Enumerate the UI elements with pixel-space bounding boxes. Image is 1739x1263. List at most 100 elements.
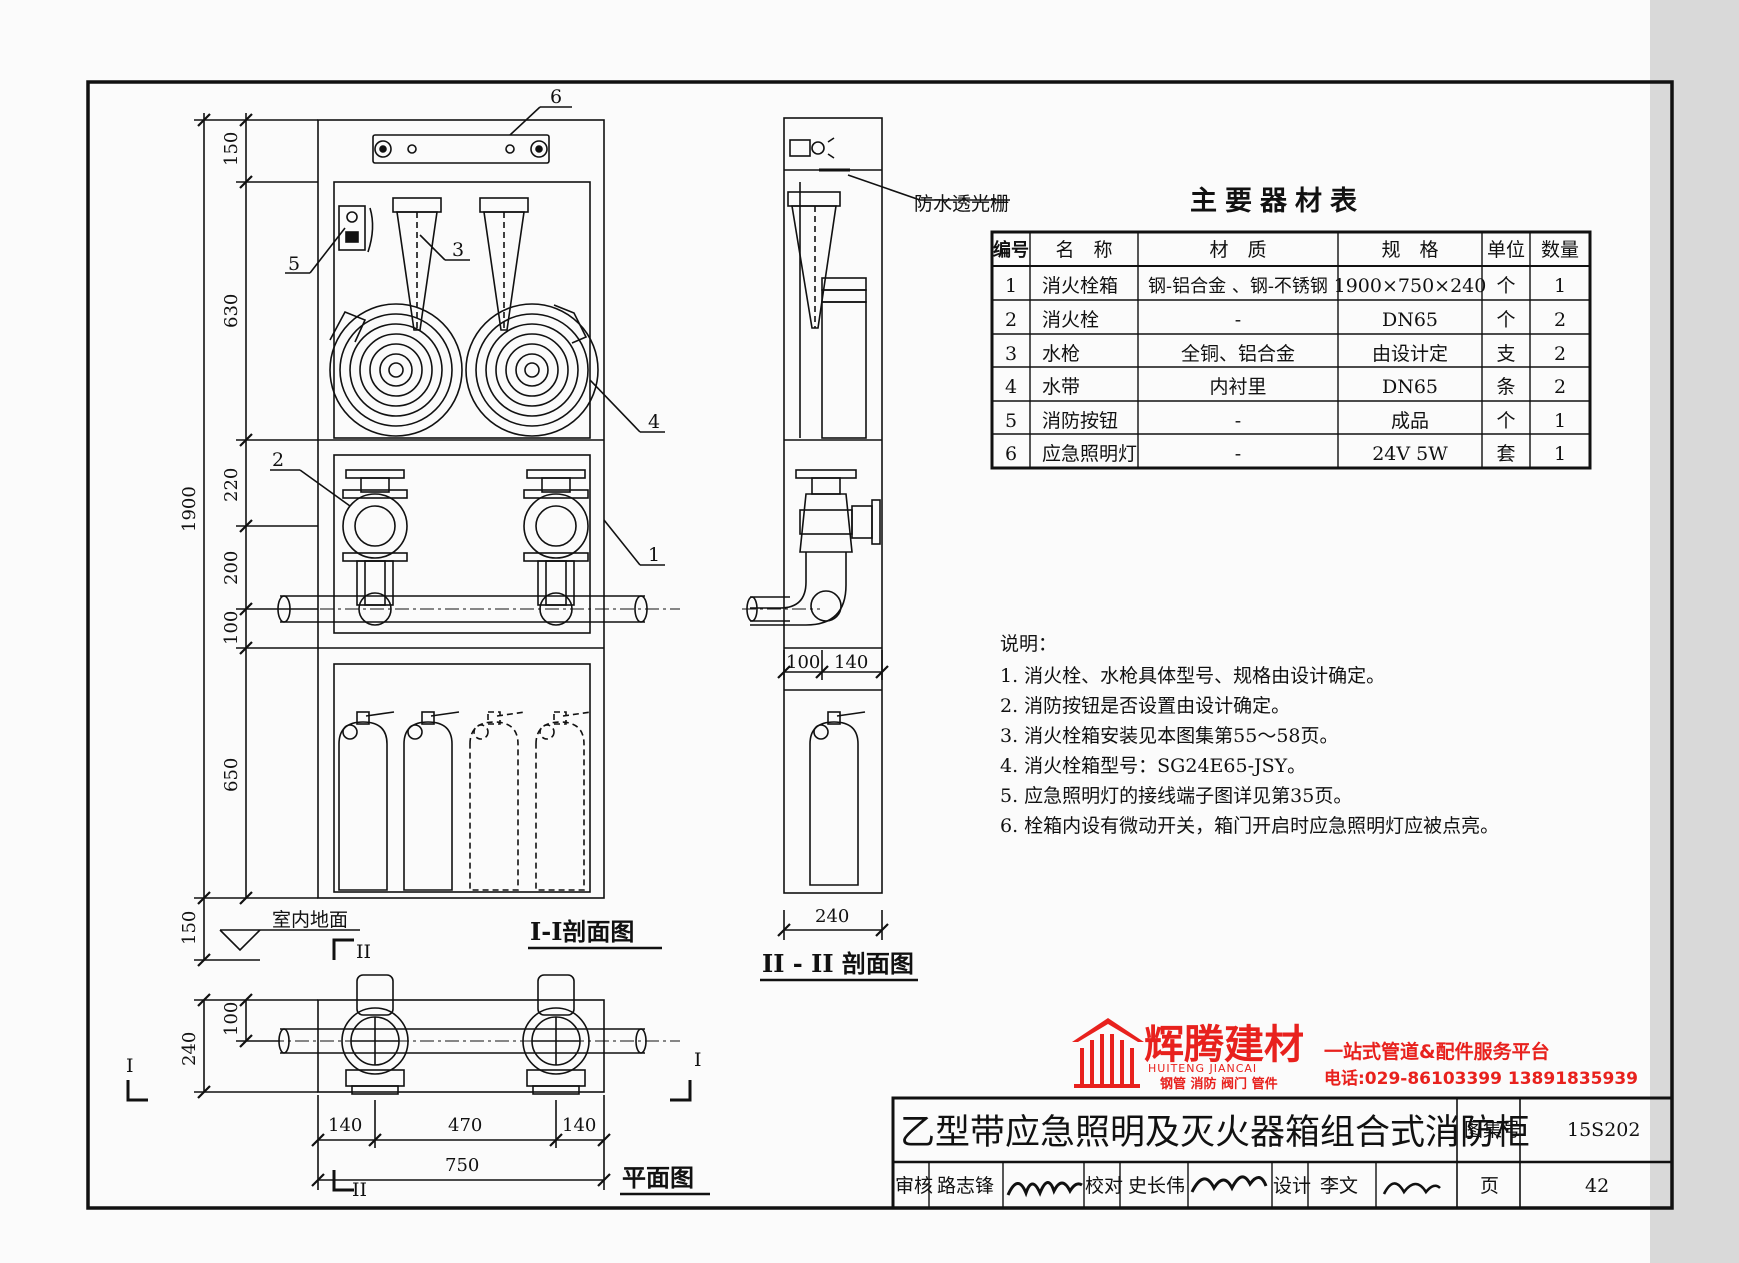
plan-view (126, 938, 692, 1192)
plan-labels: 100 240 140 470 140 750 II II I I 平面图 (126, 941, 710, 1201)
section-1-title: I-I剖面图 (530, 917, 634, 946)
dim-1900: 1900 (179, 486, 200, 532)
section-2-labels: 防水透光栅 100 140 240 II - II 剖面图 (760, 193, 1009, 982)
th-material: 材 质 (1209, 239, 1266, 261)
table-cell: 1 (1554, 443, 1566, 465)
note-6: 6. 栓箱内设有微动开关，箱门开启时应急照明灯应被点亮。 (1000, 815, 1499, 837)
table-cell: - (1235, 410, 1241, 432)
brand-watermark: 辉腾建材 HUITENG JIANCAI 钢管 消防 阀门 管件 一站式管道&配… (1072, 1018, 1638, 1092)
table-cell: 个 (1496, 275, 1515, 297)
reviewer-signature (1006, 1181, 1083, 1198)
plan-title: 平面图 (622, 1163, 694, 1192)
supply-pipe (245, 592, 680, 626)
brand-logo-icon (1072, 1018, 1144, 1088)
hydrant-valve-right (523, 469, 589, 606)
table-cell: 3 (1005, 343, 1017, 365)
th-no: 编号 (993, 239, 1029, 261)
nozzle-right (479, 197, 529, 331)
fire-extinguisher-3-optional (469, 711, 526, 891)
th-unit: 单位 (1487, 239, 1525, 261)
table-cell: 内衬里 (1209, 376, 1266, 398)
table-cell: 水带 (1042, 376, 1080, 398)
drawing-title: 乙型带应急照明及灭火器箱组合式消防柜 (900, 1113, 1530, 1153)
review-label: 审核 (895, 1175, 933, 1197)
page-number: 42 (1585, 1175, 1609, 1197)
table-cell: 消防按钮 (1042, 410, 1118, 432)
side-dim-140: 140 (834, 652, 868, 673)
table-cell: 6 (1005, 443, 1017, 465)
note-3: 3. 消火栓箱安装见本图集第55～58页。 (1000, 725, 1339, 747)
hose-reel-right (465, 303, 599, 437)
fire-extinguisher-1 (338, 711, 395, 891)
brand-products: 钢管 消防 阀门 管件 (1160, 1076, 1278, 1092)
table-cell: 2 (1554, 376, 1566, 398)
table-cell: - (1235, 443, 1241, 465)
callout-6: 6 (550, 86, 562, 108)
atlas-number: 15S202 (1567, 1119, 1640, 1141)
table-cell: 套 (1496, 443, 1515, 465)
dim-150-bottom: 150 (179, 911, 200, 945)
side-dim-240: 240 (815, 906, 849, 927)
table-cell: - (1235, 309, 1241, 331)
th-qty: 数量 (1541, 239, 1579, 261)
section-2-title: II - II 剖面图 (762, 949, 914, 978)
table-cell: 1 (1005, 275, 1017, 297)
title-block (891, 1096, 1674, 1210)
table-cell: 1 (1554, 275, 1566, 297)
plan-dim-100: 100 (221, 1002, 242, 1036)
checker-signature (1190, 1175, 1268, 1193)
dim-100: 100 (221, 611, 242, 645)
plan-dim-240: 240 (179, 1032, 200, 1066)
note-4: 4. 消火栓箱型号：SG24E65-JSY。 (1000, 755, 1306, 777)
plan-dim-750: 750 (445, 1155, 479, 1176)
table-cell: 条 (1496, 376, 1515, 398)
plan-dim-140-left: 140 (328, 1115, 362, 1136)
note-5: 5. 应急照明灯的接线端子图详见第35页。 (1000, 785, 1352, 807)
dim-220: 220 (221, 468, 242, 502)
th-spec: 规 格 (1381, 239, 1438, 261)
callout-1: 1 (648, 544, 660, 566)
designer-signature (1382, 1182, 1441, 1195)
fire-extinguisher-4-optional (535, 711, 592, 891)
check-label: 校对 (1085, 1175, 1123, 1197)
reviewer-name: 路志锋 (937, 1175, 994, 1197)
section-1-labels: 6 5 3 4 2 1 150 630 220 200 100 650 150 … (179, 86, 662, 950)
title-block-text: 乙型带应急照明及灭火器箱组合式消防柜 图集号 15S202 审核 路志锋 校对 … (895, 1113, 1640, 1197)
brand-name-en: HUITENG JIANCAI (1148, 1062, 1257, 1075)
table-cell: 2 (1554, 309, 1566, 331)
table-cell: 1 (1554, 410, 1566, 432)
waterproof-grille-label: 防水透光栅 (914, 193, 1009, 215)
table-cell: 支 (1496, 343, 1515, 365)
table-cell: 5 (1005, 410, 1017, 432)
dim-630: 630 (221, 294, 242, 328)
dim-200: 200 (221, 551, 242, 585)
plan-dim-470: 470 (448, 1115, 482, 1136)
table-cell: DN65 (1382, 376, 1438, 398)
table-cell: 钢-铝合金 、钢-不锈钢 (1148, 276, 1328, 297)
table-cell: 个 (1496, 309, 1515, 331)
designer-name: 李文 (1320, 1175, 1358, 1197)
section-2-side-view (742, 117, 1010, 940)
dim-150-top: 150 (221, 132, 242, 166)
page-label: 页 (1480, 1175, 1499, 1197)
notes: 说明： 1. 消火栓、水枪具体型号、规格由设计确定。 2. 消防按钮是否设置由设… (1000, 633, 1499, 837)
plan-hydrant-left (341, 974, 409, 1095)
section-1-front-view (194, 106, 680, 967)
hose-reel-left (329, 303, 463, 437)
table-cell: 2 (1005, 309, 1017, 331)
section-mark-II-top: II (356, 941, 371, 963)
brand-name: 辉腾建材 (1144, 1022, 1304, 1068)
table-title: 主要器材表 (1190, 186, 1365, 217)
table-cell: 成品 (1391, 410, 1429, 432)
floor-label: 室内地面 (272, 909, 348, 931)
checker-name: 史长伟 (1128, 1175, 1185, 1197)
table-cell: 1900×750×240 (1334, 275, 1487, 297)
section-mark-I-left: I (126, 1055, 134, 1077)
section-mark-II-bottom: II (352, 1179, 367, 1201)
brand-phone: 电话:029-86103399 13891835939 (1324, 1068, 1638, 1089)
side-dim-100: 100 (786, 652, 820, 673)
table-cell: 应急照明灯 (1042, 443, 1137, 465)
brand-slogan: 一站式管道&配件服务平台 (1324, 1040, 1550, 1063)
